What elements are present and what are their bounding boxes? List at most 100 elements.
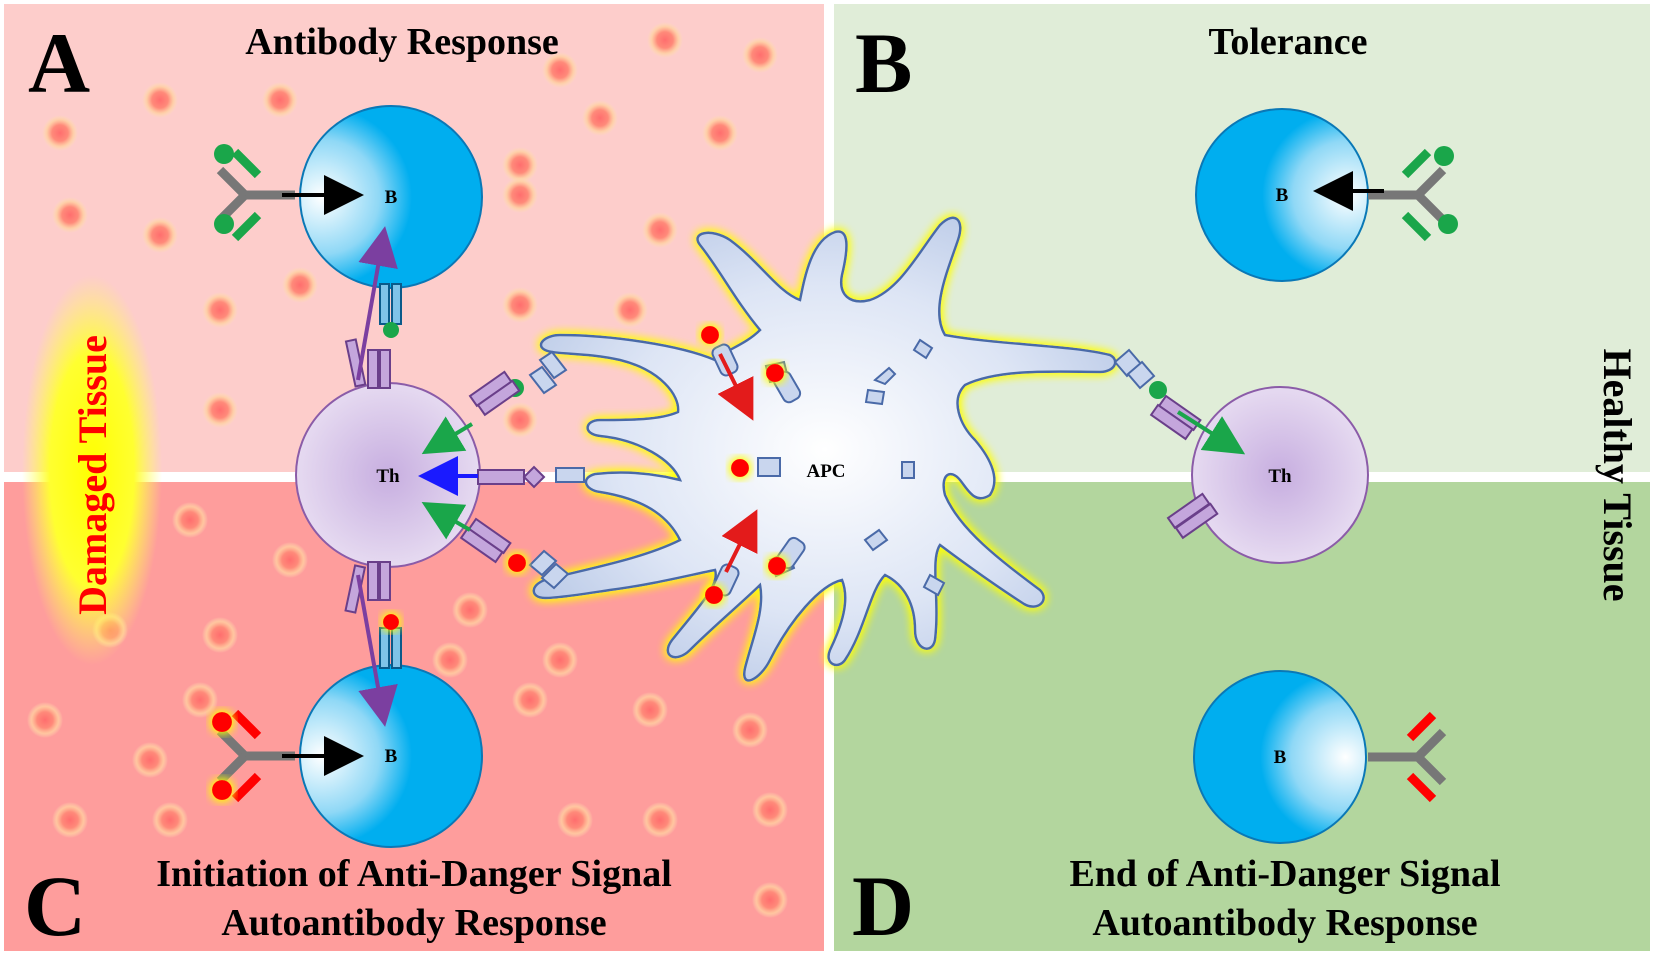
background-danger-dot	[132, 742, 168, 778]
tcr-receptor	[1149, 403, 1194, 441]
background-danger-dot	[582, 100, 618, 136]
apc-mhc-receptor	[540, 562, 570, 590]
background-danger-dot	[642, 802, 678, 838]
apc-danger-signal	[768, 557, 786, 575]
apc-mhc-fragment	[757, 457, 781, 477]
damaged-tissue-label: Damaged Tissue	[70, 335, 115, 615]
background-danger-dot	[742, 37, 778, 73]
background-danger-dot	[542, 52, 578, 88]
background-danger-dot	[272, 542, 308, 578]
background-danger-dot	[182, 682, 218, 718]
panel-b-title: Tolerance	[1208, 21, 1367, 63]
red-arrow	[721, 509, 758, 573]
apc-mhc-fragment	[873, 366, 897, 386]
panel-letter-c: C	[24, 858, 86, 954]
apc-label: APC	[806, 461, 845, 482]
background-danger-dot	[142, 82, 178, 118]
tcr-receptor	[379, 349, 391, 389]
apc-danger-signal	[705, 586, 723, 604]
tcr-receptor	[1174, 502, 1219, 540]
apc-mhc-fragment	[912, 338, 934, 360]
green-arrow	[1176, 410, 1246, 455]
background-danger-dot	[502, 287, 538, 323]
b-cell-receptor	[391, 283, 402, 325]
background-danger-dot	[542, 642, 578, 678]
antibody-green	[1368, 146, 1458, 242]
red-arrow	[717, 353, 754, 421]
tcr-receptor	[476, 379, 521, 417]
panel-c-title-line1: Initiation of Anti-Danger Signal	[156, 853, 672, 895]
background-danger-dot	[612, 292, 648, 328]
danger-signal-dots	[27, 22, 788, 918]
tcr-receptor	[467, 517, 512, 555]
panel-letter-b: B	[855, 15, 912, 111]
apc-mhc-fragment	[863, 528, 889, 552]
background-danger-dot	[702, 115, 738, 151]
background-danger-dot	[282, 267, 318, 303]
apc-danger-signal	[701, 326, 719, 344]
th-cell-label: Th	[1268, 466, 1292, 487]
background-danger-dot	[512, 682, 548, 718]
panel-d-title-line1: End of Anti-Danger Signal	[1069, 853, 1500, 895]
tcr-receptor	[367, 561, 379, 601]
background-danger-dot	[202, 292, 238, 328]
b-cell-bottom-right: B	[1193, 670, 1447, 844]
panel-d-title-line2: Autoantibody Response	[1092, 902, 1477, 944]
background-danger-dot	[172, 502, 208, 538]
panel-c-title-line2: Autoantibody Response	[221, 902, 606, 944]
b-cell-label: B	[1276, 185, 1289, 206]
background-danger-dot	[557, 802, 593, 838]
apc-mhc-fragment	[901, 461, 915, 479]
background-danger-dot	[752, 792, 788, 828]
apc-danger-signal	[766, 364, 784, 382]
damaged-tissue-glow	[22, 275, 162, 665]
tcr-receptor	[367, 349, 379, 389]
self-antigen-dot	[1149, 381, 1167, 399]
background-danger-dot	[502, 147, 538, 183]
background-danger-dot	[27, 702, 63, 738]
healthy-tissue-label: Healthy Tissue	[1595, 348, 1640, 601]
b-cell-top-left: B	[214, 105, 483, 338]
background-danger-dot	[52, 197, 88, 233]
background-danger-dot	[502, 402, 538, 438]
apc-mhc-fragment	[864, 388, 886, 406]
antibody-red	[1368, 711, 1447, 803]
apc-mhc-receptor	[528, 365, 558, 395]
background-danger-dot	[152, 802, 188, 838]
danger-signal-dot	[383, 614, 399, 630]
background-danger-dot	[752, 882, 788, 918]
background-danger-dot	[202, 617, 238, 653]
apc-mhc-fragment	[922, 573, 946, 597]
antibody-red	[212, 709, 295, 803]
b-cell-label: B	[385, 746, 398, 767]
b-cell-receptor	[379, 283, 390, 325]
apc-mhc-receptor	[555, 467, 585, 483]
background-danger-dot	[202, 392, 238, 428]
background-danger-dot	[432, 642, 468, 678]
b-cell-label: B	[1274, 747, 1287, 768]
self-antigen-dot	[383, 322, 399, 338]
danger-signal-dot	[508, 554, 526, 572]
background-danger-dot	[647, 22, 683, 58]
background-danger-dot	[632, 692, 668, 728]
th-cell-label: Th	[376, 466, 400, 487]
b-cell-receptor	[379, 627, 390, 669]
b-cell-label: B	[385, 187, 398, 208]
apc-danger-signal	[731, 459, 749, 477]
purple-arrow	[356, 574, 398, 727]
b-cell-top-right: B	[1195, 108, 1458, 282]
background-danger-dot	[642, 212, 678, 248]
background-danger-dot	[42, 115, 78, 151]
background-danger-dot	[732, 712, 768, 748]
background-danger-dot	[452, 592, 488, 628]
background-danger-dot	[502, 177, 538, 213]
b-cell-receptor	[391, 627, 402, 669]
apc-mhc-receptor	[1126, 360, 1156, 390]
background-danger-dot	[262, 82, 298, 118]
panel-a-title: Antibody Response	[245, 21, 559, 63]
apc-mhc-receptor	[528, 549, 558, 577]
panel-letter-a: A	[28, 15, 90, 111]
tcr-receptor	[477, 469, 525, 485]
